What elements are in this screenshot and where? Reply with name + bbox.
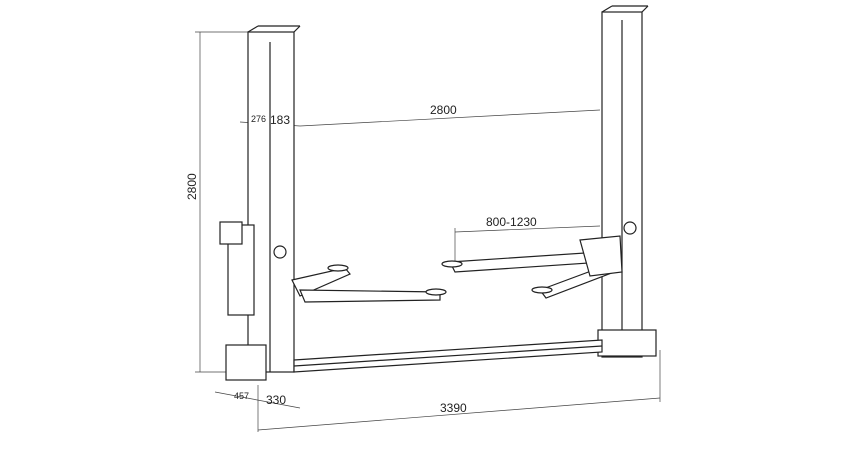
inner-width-label: 2800 [430,103,457,117]
height-label: 2800 [185,173,199,200]
dimension-lines [195,31,661,432]
post-width-label: 276 [251,114,266,124]
dimension-labels: 2800 276 183 2800 800-1230 457 330 3390 [185,103,537,415]
base-plate [293,339,603,373]
arm-reach-label: 800-1230 [486,215,537,229]
left-post [219,25,301,381]
base-depth-label: 457 [234,391,249,401]
base-offset-label: 330 [266,393,286,407]
right-post [597,5,657,358]
overall-width-label: 3390 [440,401,467,415]
lift-arms [291,235,623,303]
post-gap-label: 183 [270,113,290,127]
